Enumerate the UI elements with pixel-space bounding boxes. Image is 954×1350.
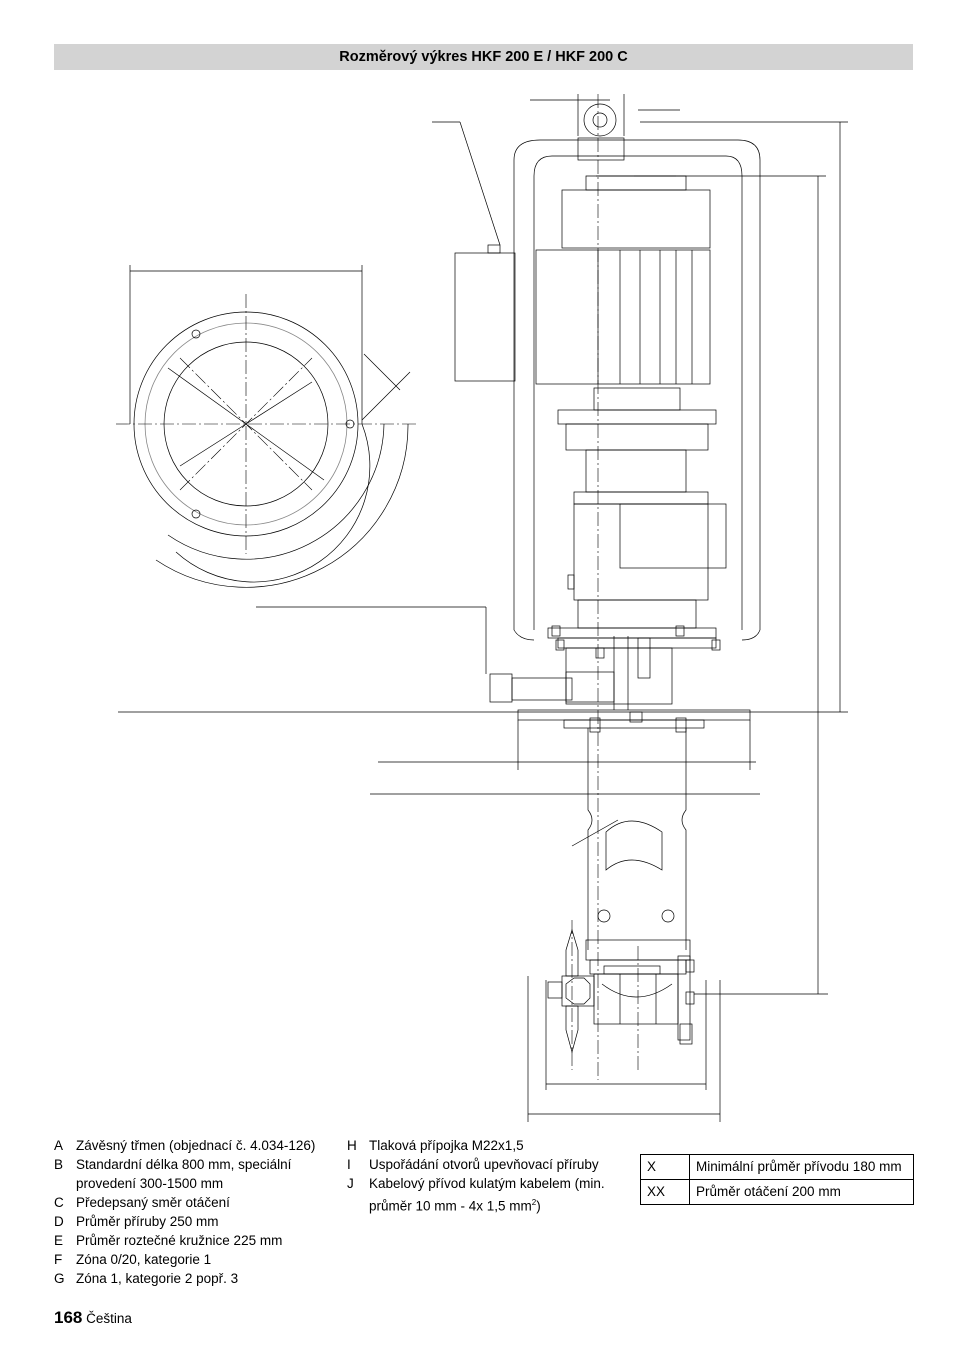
table-key-cell: XX [640,1179,690,1205]
legend-key: C [54,1195,64,1210]
table-key-cell: X [640,1154,690,1180]
legend-item-a: A Závěsný třmen (objednací č. 4.034-126) [54,1136,344,1155]
legend-text-main: Kabelový přívod kulatým kabelem (min. pr… [369,1176,605,1214]
legend-text: Průměr roztečné kružnice 225 mm [76,1233,283,1248]
legend-superscript: 2 [531,1198,537,1207]
pump-side-view [118,94,848,1122]
legend-text: Uspořádání otvorů upevňovací příruby [369,1157,599,1172]
legend-text: Tlaková přípojka M22x1,5 [369,1138,524,1153]
legend-key: D [54,1214,64,1229]
legend-text: Průměr příruby 250 mm [76,1214,219,1229]
legend-key: H [347,1138,357,1153]
table-text-cell: Minimální průměr přívodu 180 mm [689,1154,914,1180]
legend-item-i: I Uspořádání otvorů upevňovací příruby [347,1155,627,1174]
legend-item-e: E Průměr roztečné kružnice 225 mm [54,1231,344,1250]
legend-key: I [347,1157,351,1172]
legend-item-d: D Průměr příruby 250 mm [54,1212,344,1231]
page-number: 168 [54,1308,83,1327]
legend-key: B [54,1157,64,1172]
table-row: X Minimální průměr přívodu 180 mm [640,1154,914,1180]
flange-top-view [116,265,416,588]
table-row: XX Průměr otáčení 200 mm [640,1179,914,1205]
legend-text: Závěsný třmen (objednací č. 4.034-126) [76,1138,316,1153]
footer-language: Čeština [86,1311,132,1326]
legend-key: E [54,1233,64,1248]
legend-middle-column: H Tlaková přípojka M22x1,5 I Uspořádání ot… [347,1136,627,1216]
legend-item-c: C Předepsaný směr otáčení [54,1193,344,1212]
legend-text: Předepsaný směr otáčení [76,1195,230,1210]
page-title: Rozměrový výkres HKF 200 E / HKF 200 C [339,49,628,65]
legend-key: G [54,1271,65,1286]
legend-key: A [54,1138,64,1153]
table-text-cell: Průměr otáčení 200 mm [689,1179,914,1205]
legend-item-j: J Kabelový přívod kulatým kabelem (min. p… [347,1174,627,1216]
legend-key: F [54,1252,63,1267]
legend-item-h: H Tlaková přípojka M22x1,5 [347,1136,627,1155]
legend-key: J [347,1176,354,1191]
legend-text: Zóna 1, kategorie 2 popř. 3 [76,1271,239,1286]
legend-text: Zóna 0/20, kategorie 1 [76,1252,212,1267]
legend-item-f: F Zóna 0/20, kategorie 1 [54,1250,344,1269]
page-footer: 168 Čeština [54,1308,132,1328]
technical-drawing: .thin { stroke-width:0.7; } .dash { stro… [116,94,848,1122]
legend-text: Standardní délka 800 mm, speciální prove… [76,1157,292,1191]
legend-text-tail: ) [536,1198,541,1214]
legend-text: Kabelový přívod kulatým kabelem (min. pr… [369,1174,627,1216]
header-bar: Rozměrový výkres HKF 200 E / HKF 200 C [54,44,913,70]
legend-item-g: G Zóna 1, kategorie 2 popř. 3 [54,1269,344,1288]
dimension-table: X Minimální průměr přívodu 180 mm XX Prů… [640,1154,914,1205]
legend-item-b: B Standardní délka 800 mm, speciální prov… [54,1155,344,1193]
